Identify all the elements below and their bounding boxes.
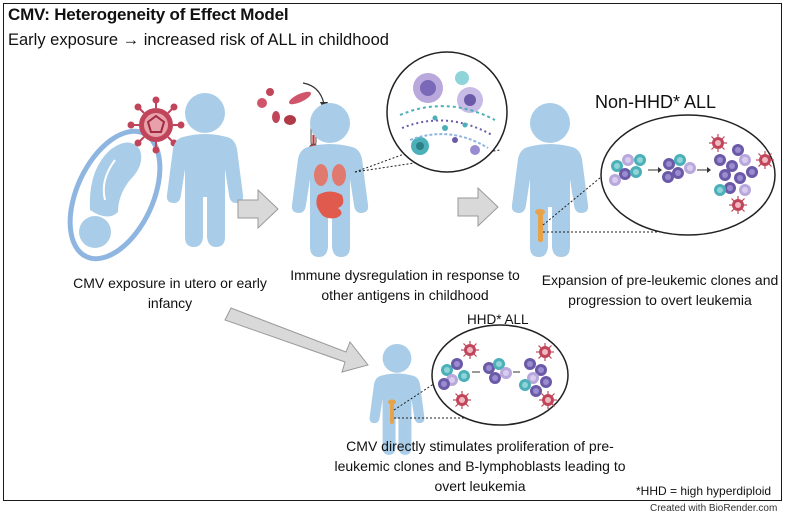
arrow-to-expansion bbox=[457, 186, 499, 228]
bone-marrow-icon bbox=[388, 399, 396, 424]
child-icon bbox=[511, 103, 589, 257]
leukemic-clone-icon bbox=[600, 114, 776, 236]
antigen-microbes-icon bbox=[257, 82, 328, 125]
bone-marrow-icon bbox=[535, 209, 545, 242]
child-icon bbox=[291, 103, 369, 257]
organs-icon bbox=[314, 164, 346, 219]
caption-direct: CMV directly stimulates proliferation of… bbox=[334, 438, 626, 494]
arrow-to-immune bbox=[237, 188, 279, 230]
figure-title: CMV: Heterogeneity of Effect Model bbox=[8, 5, 289, 24]
caption-immune: Immune dysregulation in response to othe… bbox=[290, 267, 520, 303]
figure-subtitle: Early exposure → increased risk of ALL i… bbox=[8, 31, 389, 49]
credit-text: Created with BioRender.com bbox=[650, 503, 778, 514]
label-hhd-all: HHD* ALL bbox=[467, 312, 529, 327]
caption-exposure: CMV exposure in utero or early infancy bbox=[73, 275, 267, 311]
caption-expansion: Expansion of pre-leukemic clones and pro… bbox=[541, 272, 779, 308]
child-icon bbox=[166, 93, 244, 247]
arrow-to-direct bbox=[224, 307, 369, 373]
immune-cells-icon bbox=[386, 51, 508, 173]
leukemic-clone-icon bbox=[431, 324, 569, 426]
label-non-hhd-all: Non-HHD* ALL bbox=[595, 92, 717, 112]
footnote: *HHD = high hyperdiploid bbox=[636, 484, 772, 498]
